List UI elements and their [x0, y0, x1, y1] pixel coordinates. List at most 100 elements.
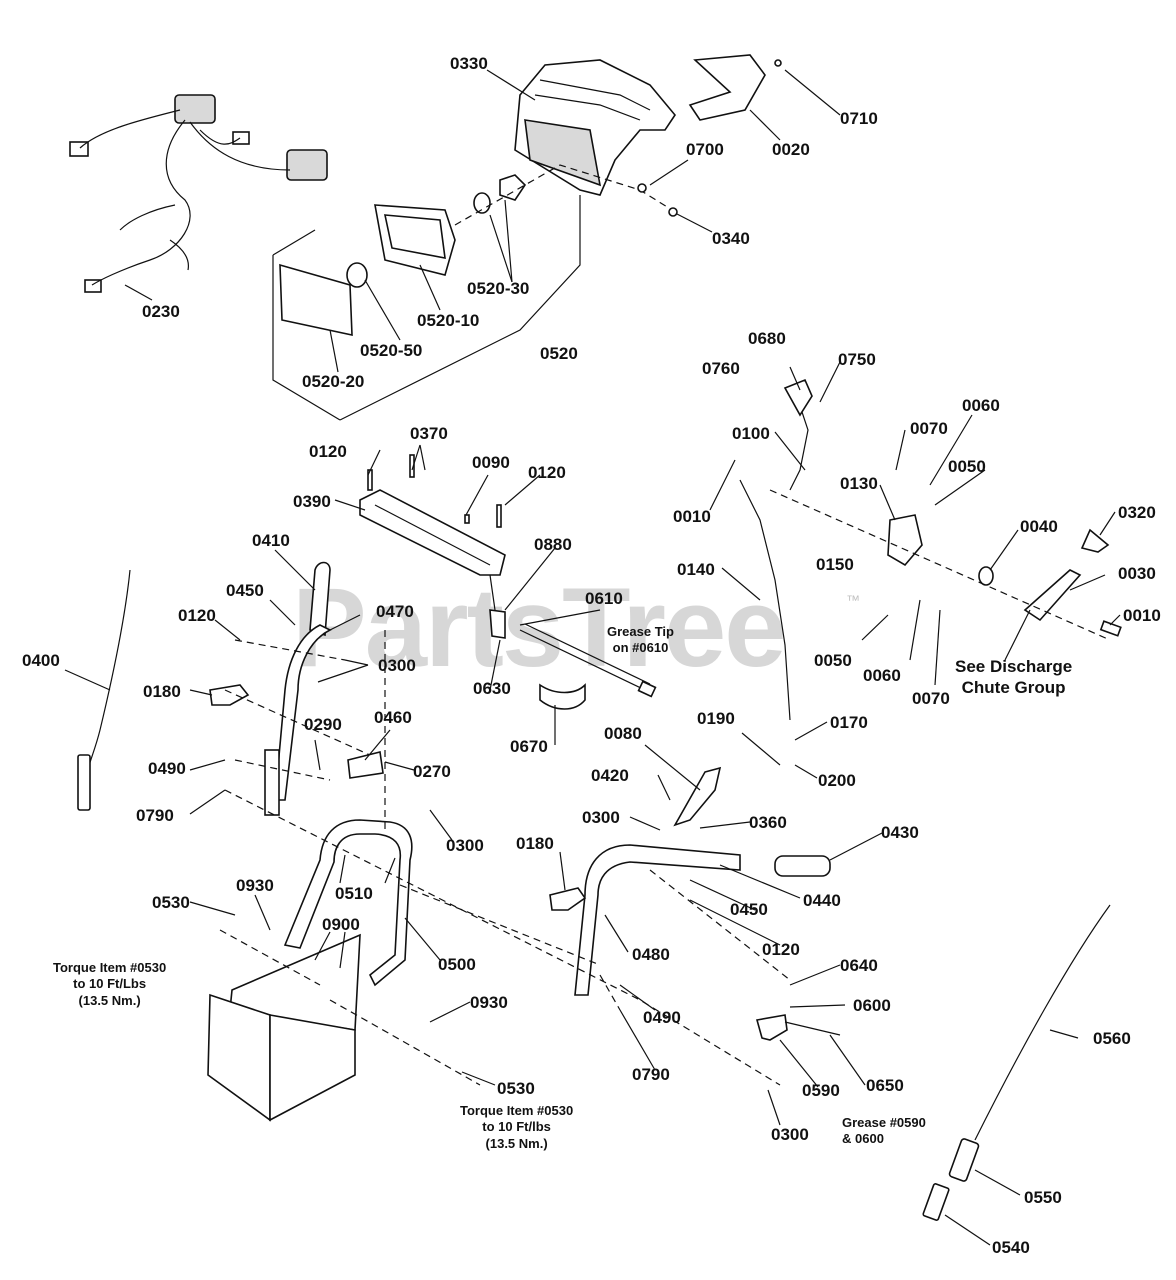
callout-0300b: 0300	[582, 808, 620, 827]
bracket-0460	[347, 751, 384, 779]
callout-0880: 0880	[534, 535, 572, 554]
note-see-discharge-chute: See Discharge Chute Group	[955, 657, 1073, 698]
callout-0150: 0150	[816, 555, 854, 574]
callout-0590: 0590	[802, 1081, 840, 1100]
callout-0320: 0320	[1118, 503, 1156, 522]
chute-control	[739, 378, 1122, 721]
callout-0300d: 0300	[771, 1125, 809, 1144]
watermark: PartsTree	[292, 565, 787, 690]
callout-0020: 0020	[772, 140, 810, 159]
callout-0180: 0180	[143, 682, 181, 701]
callout-0700: 0700	[686, 140, 724, 159]
callout-0180b: 0180	[516, 834, 554, 853]
callout-0300: 0300	[378, 656, 416, 675]
callout-0010: 0010	[673, 507, 711, 526]
callout-0490: 0490	[148, 759, 186, 778]
callout-0440: 0440	[803, 891, 841, 910]
callout-0120: 0120	[309, 442, 347, 461]
callout-0520-10: 0520-10	[417, 311, 480, 330]
callout-0470: 0470	[376, 602, 414, 621]
callout-0510: 0510	[335, 884, 373, 903]
callout-0600: 0600	[853, 996, 891, 1015]
callout-0650: 0650	[866, 1076, 904, 1095]
callout-0300c: 0300	[446, 836, 484, 855]
callout-0100: 0100	[732, 424, 770, 443]
callout-0130: 0130	[840, 474, 878, 493]
callout-0120b: 0120	[528, 463, 566, 482]
callout-0430: 0430	[881, 823, 919, 842]
callout-0450b: 0450	[730, 900, 768, 919]
callout-0480: 0480	[632, 945, 670, 964]
note-torque-left: Torque Item #0530 to 10 Ft/Lbs (13.5 Nm.…	[53, 960, 167, 1008]
callout-0070b: 0070	[912, 689, 950, 708]
headlight-assembly-0520	[272, 59, 782, 421]
callout-0750: 0750	[838, 350, 876, 369]
callout-0930b: 0930	[470, 993, 508, 1012]
callout-0520-30: 0520-30	[467, 279, 530, 298]
callout-0610: 0610	[585, 589, 623, 608]
wiring-harness-0230	[69, 94, 328, 293]
leader-lines	[64, 69, 1121, 1246]
left-handle-0410	[264, 561, 332, 816]
callout-0490b: 0490	[643, 1008, 681, 1027]
callout-0460: 0460	[374, 708, 412, 727]
callout-0200: 0200	[818, 771, 856, 790]
callout-0530b: 0530	[497, 1079, 535, 1098]
callout-0070: 0070	[910, 419, 948, 438]
callout-0090: 0090	[472, 453, 510, 472]
mount-plate	[207, 933, 361, 1122]
callout-0410: 0410	[252, 531, 290, 550]
callout-0050: 0050	[948, 457, 986, 476]
callout-0360: 0360	[749, 813, 787, 832]
callout-0930: 0930	[236, 876, 274, 895]
callout-0790: 0790	[136, 806, 174, 825]
cable-0400	[77, 569, 131, 811]
shield-0020	[688, 54, 766, 121]
callout-0080: 0080	[604, 724, 642, 743]
callout-0630: 0630	[473, 679, 511, 698]
callout-0120d: 0120	[762, 940, 800, 959]
clip-0180b	[549, 887, 587, 911]
note-torque-right: Torque Item #0530 to 10 Ft/lbs (13.5 Nm.…	[460, 1103, 574, 1151]
callout-0120c: 0120	[178, 606, 216, 625]
callout-0060b: 0060	[863, 666, 901, 685]
callout-0550: 0550	[1024, 1188, 1062, 1207]
headlight-housing	[514, 59, 676, 196]
note-grease-0590: Grease #0590 & 0600	[842, 1115, 926, 1147]
callout-0330: 0330	[450, 54, 488, 73]
callout-0680: 0680	[748, 329, 786, 348]
callout-0010b: 0010	[1123, 606, 1161, 625]
callout-0370: 0370	[410, 424, 448, 443]
assembly-lines	[219, 630, 791, 1086]
callout-0340: 0340	[712, 229, 750, 248]
clip-0180	[209, 684, 250, 706]
note-grease-tip: Grease Tip on #0610	[607, 624, 674, 656]
grip-0430	[774, 855, 831, 877]
bracket-0590	[755, 1014, 841, 1041]
cable-0560	[922, 904, 1111, 1221]
callout-0050b: 0050	[814, 651, 852, 670]
callout-0140: 0140	[677, 560, 715, 579]
callout-0290: 0290	[304, 715, 342, 734]
callout-0640: 0640	[840, 956, 878, 975]
callout-0270: 0270	[413, 762, 451, 781]
callout-0540: 0540	[992, 1238, 1030, 1257]
callout-0040: 0040	[1020, 517, 1058, 536]
callout-0520-50: 0520-50	[360, 341, 423, 360]
right-handle-0480	[574, 844, 741, 996]
callout-0530: 0530	[152, 893, 190, 912]
shift-rod-0610	[519, 623, 657, 698]
callout-0790b: 0790	[632, 1065, 670, 1084]
callout-0230: 0230	[142, 302, 180, 321]
callout-0060: 0060	[962, 396, 1000, 415]
bracket-0670	[539, 683, 586, 710]
callout-0520-20: 0520-20	[302, 372, 365, 391]
frame-0500	[283, 819, 413, 987]
callout-0390: 0390	[293, 492, 331, 511]
lever-0080	[673, 766, 722, 827]
callout-0400: 0400	[22, 651, 60, 670]
callout-0520: 0520	[540, 344, 578, 363]
callout-0670: 0670	[510, 737, 548, 756]
panel-0390	[359, 454, 506, 639]
callout-0450: 0450	[226, 581, 264, 600]
